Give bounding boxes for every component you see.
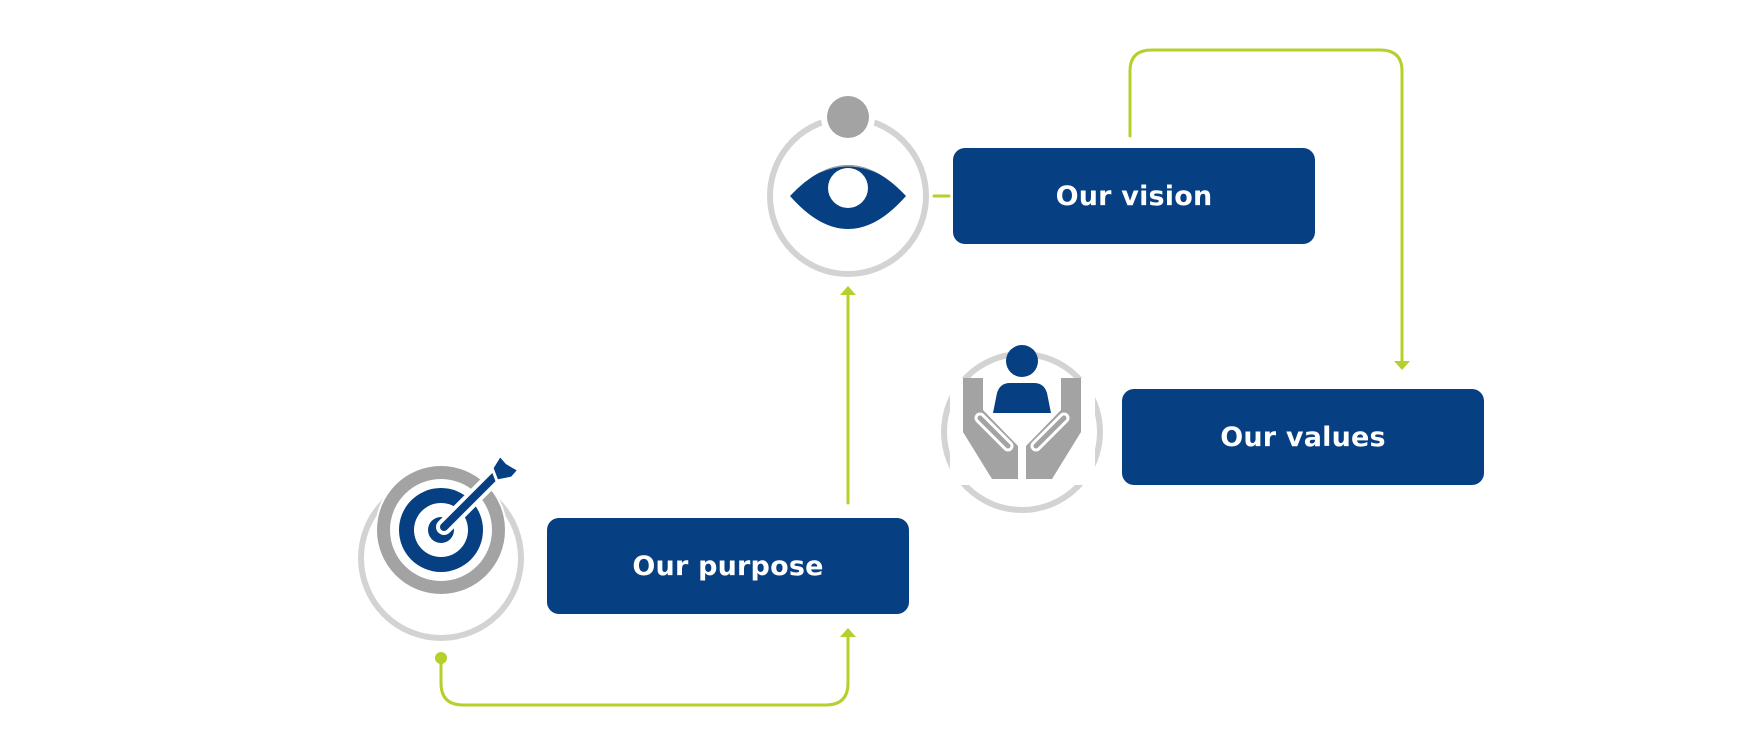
arrowhead-purpose-box: [840, 628, 856, 637]
connector-start-dot: [435, 652, 447, 664]
connector-vision-to-values: [1128, 48, 1404, 364]
vision-label: Our vision: [1055, 180, 1213, 212]
connectors: [439, 48, 1404, 707]
arrowhead-values-box: [1394, 361, 1410, 370]
values-box: Our values: [1122, 389, 1484, 485]
purpose-label: Our purpose: [632, 550, 824, 582]
values-label: Our values: [1220, 421, 1386, 453]
connector-purpose-loop: [439, 634, 850, 707]
target-arrow-icon: [358, 453, 524, 641]
hands-person-icon: [941, 345, 1103, 513]
vision-box: Our vision: [953, 148, 1315, 244]
eye-icon: [767, 90, 929, 277]
arrowhead-vision-icon: [840, 286, 856, 295]
purpose-box: Our purpose: [547, 518, 909, 614]
